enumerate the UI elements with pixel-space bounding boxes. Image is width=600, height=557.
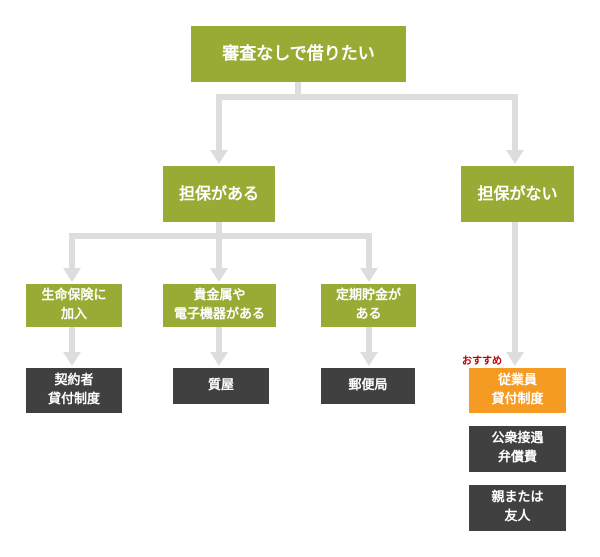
node-label: 定期貯金が ある — [335, 287, 401, 322]
node-parents-or-friends: 親または 友人 — [469, 485, 566, 531]
node-label: 郵便局 — [348, 377, 388, 393]
node-label: 公衆接遇 弁償費 — [491, 431, 544, 465]
node-pawnshop: 質屋 — [173, 368, 269, 404]
node-label: 貴金属や 電子機器がある — [173, 287, 265, 322]
node-public-compensation: 公衆接遇 弁償費 — [469, 426, 566, 472]
connector-leaf-arrows — [69, 324, 372, 355]
arrowhead-employee — [506, 352, 524, 366]
connector-root-branches — [216, 79, 518, 153]
connector-secured-branches — [69, 219, 372, 271]
node-fixed-deposit: 定期貯金が ある — [321, 284, 416, 327]
arrowhead-policy — [63, 352, 81, 366]
arrowhead-pawn — [210, 352, 228, 366]
arrowhead-unsecured — [506, 150, 524, 164]
recommend-label: おすすめ — [462, 356, 502, 367]
node-label: 生命保険に 加入 — [41, 287, 107, 322]
arrowhead-secured — [210, 150, 228, 164]
node-label: 契約者 貸付制度 — [47, 372, 100, 407]
arrowhead-precious — [210, 268, 228, 282]
node-has-collateral: 担保がある — [163, 166, 275, 222]
arrowhead-life — [63, 268, 81, 282]
node-post-office: 郵便局 — [321, 368, 415, 404]
node-label: 従業員 貸付制度 — [491, 372, 544, 407]
node-employee-loan: 従業員 貸付制度 — [469, 368, 566, 413]
node-label: 担保がある — [178, 184, 259, 204]
node-no-collateral: 担保がない — [461, 166, 574, 222]
node-borrow-without-screening: 審査なしで借りたい — [191, 26, 406, 82]
node-life-insurance: 生命保険に 加入 — [26, 284, 122, 327]
arrowhead-post — [360, 352, 378, 366]
node-policy-loan: 契約者 貸付制度 — [26, 368, 122, 413]
node-label: 担保がない — [477, 184, 558, 204]
arrowhead-deposit — [360, 268, 378, 282]
node-label: 審査なしで借りたい — [222, 43, 375, 64]
node-label: 親または 友人 — [491, 490, 544, 524]
node-precious-metals: 貴金属や 電子機器がある — [163, 284, 276, 327]
node-label: 質屋 — [207, 377, 234, 393]
